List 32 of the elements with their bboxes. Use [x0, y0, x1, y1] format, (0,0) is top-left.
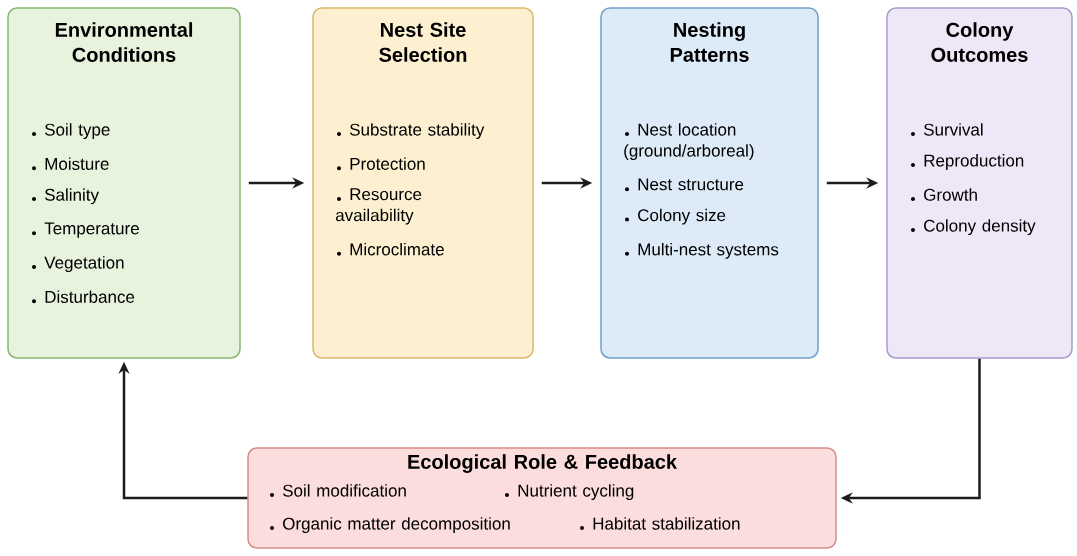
- bullet-item: Microclimate: [337, 242, 444, 256]
- bullet-item: Organic matter decomposition: [270, 517, 510, 534]
- bullet-item: Nest structure: [625, 178, 744, 192]
- bullet-item: Soil type: [32, 123, 110, 140]
- bullet-item: Moisture: [32, 157, 109, 171]
- box-heading: Nest Site Selection: [379, 22, 467, 62]
- bullet-item: Nest location (ground/arboreal): [624, 123, 754, 161]
- stage-box: [7, 7, 241, 359]
- stage-box: [886, 7, 1073, 359]
- bullet-item: Colony density: [911, 219, 1036, 236]
- bullet-item: Protection: [337, 157, 425, 171]
- bullet-item: Multi-nest systems: [625, 242, 779, 259]
- box-heading: Ecological Role & Feedback: [408, 454, 678, 473]
- box-heading: Environmental Conditions: [55, 22, 193, 62]
- bullet-item: Salinity: [32, 188, 99, 205]
- bullet-item: Nutrient cycling: [505, 484, 634, 501]
- bullet-item: Soil modification: [270, 484, 406, 497]
- stage-box: [600, 7, 819, 359]
- bullet-item: Substrate stability: [337, 123, 485, 140]
- box-heading: Colony Outcomes: [931, 22, 1028, 62]
- box-heading: Nesting Patterns: [670, 22, 749, 62]
- bullet-item: Colony size: [625, 208, 726, 225]
- bullet-item: Vegetation: [32, 256, 124, 273]
- stage-box: [312, 7, 534, 359]
- bullet-item: Temperature: [32, 222, 139, 238]
- bullet-item: Habitat stabilization: [580, 517, 740, 530]
- bullet-item: Growth: [911, 188, 977, 202]
- bullet-item: Reproduction: [911, 154, 1024, 170]
- bullet-item: Survival: [911, 123, 983, 136]
- stage-box: [247, 447, 837, 549]
- bullet-item: Disturbance: [32, 290, 135, 304]
- bullet-item: Resource availability: [335, 188, 422, 225]
